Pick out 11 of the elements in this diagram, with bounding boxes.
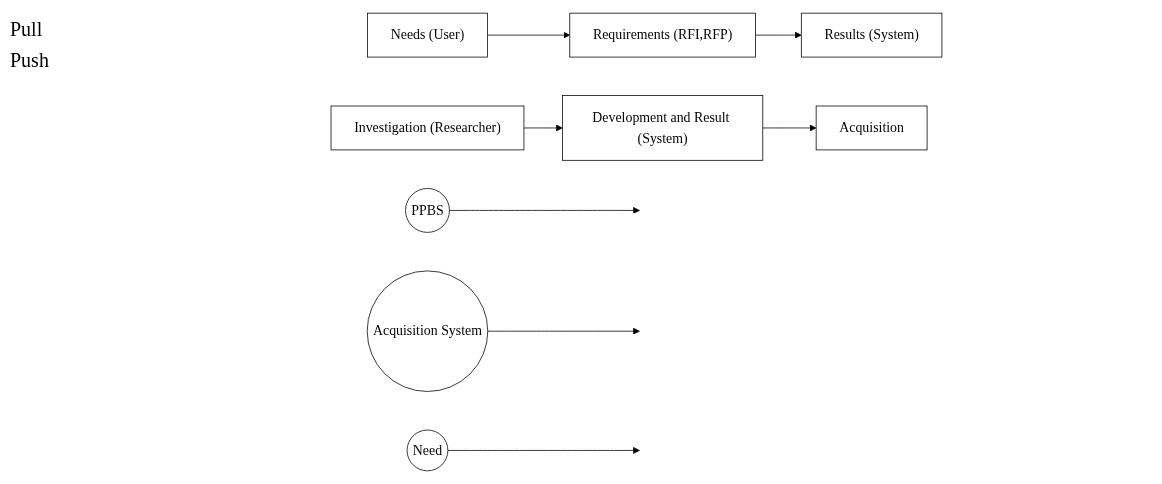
- node-box: Needs (User): [366, 12, 488, 58]
- node-circle: Need: [406, 429, 448, 472]
- node-box: Requirements (RFI,RFP): [568, 12, 756, 58]
- node-box: Development and Result (System): [561, 95, 763, 161]
- node-circle: Acquisition System: [366, 270, 488, 392]
- node-circle: PPBS: [404, 188, 450, 233]
- node-box: Results (System): [800, 12, 942, 58]
- row-label: Push: [10, 49, 50, 72]
- row-label: Pull: [10, 18, 44, 41]
- node-box: Investigation (Researcher): [330, 105, 524, 151]
- node-box: Acquisition: [815, 105, 927, 151]
